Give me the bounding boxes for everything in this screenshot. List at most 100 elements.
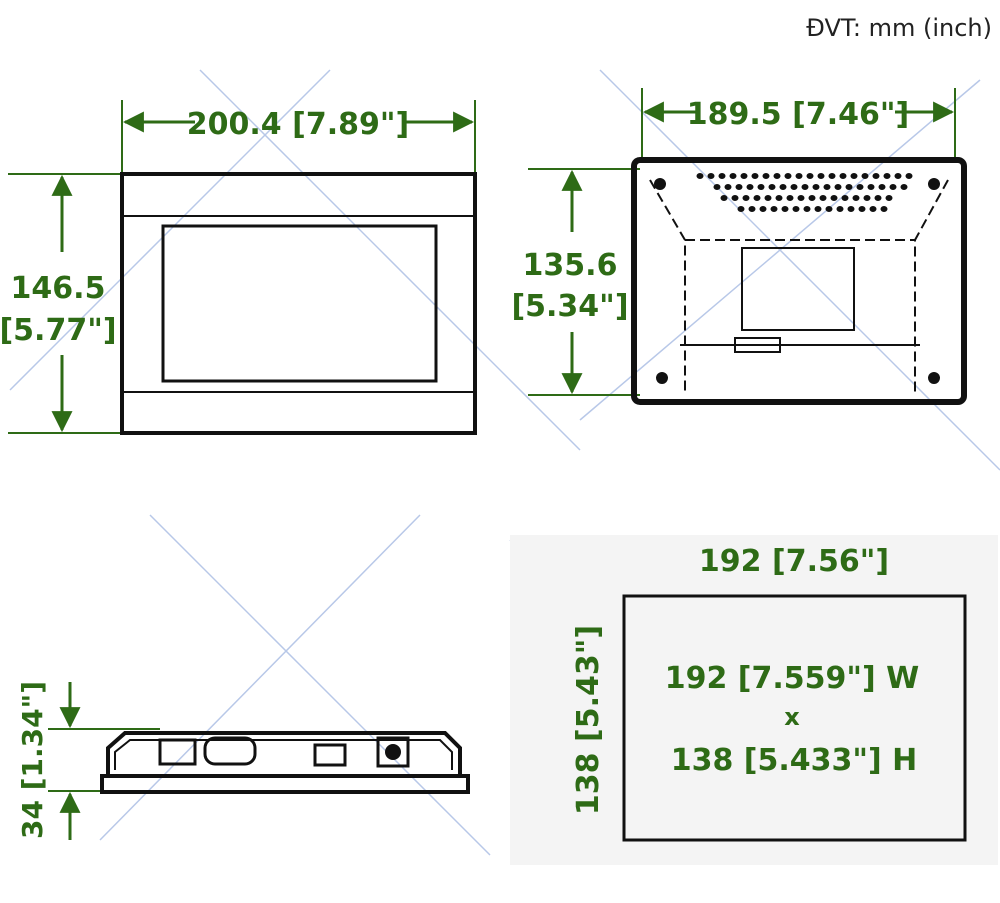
vent-hole [878, 184, 886, 190]
vent-hole [735, 184, 743, 190]
screw-bottom-right [928, 372, 940, 384]
vent-hole [883, 173, 891, 179]
front-view: 200.4 [7.89"] 146.5 [5.77"] [0, 100, 477, 435]
side-view: 34 [1.34"] [16, 681, 470, 840]
vent-hole [779, 184, 787, 190]
vent-hole [801, 184, 809, 190]
cutout-size-x: x [784, 703, 800, 731]
vent-hole [751, 173, 759, 179]
cutout-view: 192 [7.56"] 138 [5.43"] 192 [7.559"] W x… [510, 535, 998, 865]
vent-holes [696, 173, 913, 212]
rear-view: 189.5 [7.46"] 135.6 [5.34"] [511, 88, 967, 405]
vent-hole [817, 173, 825, 179]
vent-hole [790, 184, 798, 190]
front-bezel [120, 172, 477, 435]
vent-hole [830, 195, 838, 201]
vent-hole [720, 195, 728, 201]
vent-hole [707, 173, 715, 179]
rear-height-mm-label: 135.6 [523, 248, 618, 283]
vent-hole [858, 206, 866, 212]
vent-hole [808, 195, 816, 201]
vent-hole [792, 206, 800, 212]
front-height-in-label: [5.77"] [0, 313, 117, 348]
vent-hole [784, 173, 792, 179]
rear-connector [734, 337, 781, 353]
vent-hole [764, 195, 772, 201]
vent-hole [836, 206, 844, 212]
cutout-size-height: 138 [5.433"] H [671, 743, 918, 778]
vent-hole [900, 184, 908, 190]
vent-hole [786, 195, 794, 201]
vent-hole [718, 173, 726, 179]
vent-hole [825, 206, 833, 212]
vent-hole [806, 173, 814, 179]
side-port-4 [376, 736, 410, 768]
vent-hole [905, 173, 913, 179]
cutout-top-label: 192 [7.56"] [699, 544, 889, 579]
vent-hole [880, 206, 888, 212]
vent-hole [757, 184, 765, 190]
vent-hole [867, 184, 875, 190]
screw-top-right [928, 178, 940, 190]
vent-hole [812, 184, 820, 190]
vent-hole [781, 206, 789, 212]
vent-hole [828, 173, 836, 179]
vent-hole [773, 173, 781, 179]
vent-hole [874, 195, 882, 201]
vent-hole [770, 206, 778, 212]
vent-hole [885, 195, 893, 201]
vent-hole [856, 184, 864, 190]
front-screen [161, 224, 438, 383]
vent-hole [847, 206, 855, 212]
vent-hole [834, 184, 842, 190]
vent-hole [850, 173, 858, 179]
vent-hole [737, 206, 745, 212]
vent-hole [795, 173, 803, 179]
rear-height-in-label: [5.34"] [511, 289, 628, 324]
vent-hole [823, 184, 831, 190]
vent-hole [819, 195, 827, 201]
rear-label-area [741, 247, 855, 331]
cutout-side-label: 138 [5.43"] [571, 625, 606, 815]
vent-hole [768, 184, 776, 190]
vent-hole [731, 195, 739, 201]
front-height-mm-label: 146.5 [11, 271, 106, 306]
cutout-rectangle [622, 594, 967, 842]
cutout-size-width: 192 [7.559"] W [665, 661, 920, 696]
vent-hole [845, 184, 853, 190]
rear-housing [631, 157, 967, 405]
side-depth-label: 34 [1.34"] [16, 681, 49, 839]
vent-hole [746, 184, 754, 190]
vent-hole [803, 206, 811, 212]
vent-hole [740, 173, 748, 179]
screw-bottom-left [656, 372, 668, 384]
vent-hole [748, 206, 756, 212]
vent-hole [863, 195, 871, 201]
unit-label: ĐVT: mm (inch) [806, 14, 992, 42]
vent-hole [775, 195, 783, 201]
vent-hole [839, 173, 847, 179]
vent-hole [841, 195, 849, 201]
vent-hole [872, 173, 880, 179]
side-port-3 [313, 743, 347, 767]
vent-hole [861, 173, 869, 179]
front-width-label: 200.4 [7.89"] [187, 107, 409, 142]
vent-hole [724, 184, 732, 190]
vent-hole [696, 173, 704, 179]
screw-top-left [654, 178, 666, 190]
vent-hole [762, 173, 770, 179]
vent-hole [753, 195, 761, 201]
vent-hole [889, 184, 897, 190]
vent-hole [742, 195, 750, 201]
side-port-2 [203, 736, 257, 766]
vent-hole [894, 173, 902, 179]
vent-hole [713, 184, 721, 190]
vent-hole [814, 206, 822, 212]
rear-width-label: 189.5 [7.46"] [687, 97, 909, 132]
vent-hole [797, 195, 805, 201]
side-port-1 [158, 738, 197, 766]
vent-hole [759, 206, 767, 212]
vent-hole [729, 173, 737, 179]
vent-hole [869, 206, 877, 212]
